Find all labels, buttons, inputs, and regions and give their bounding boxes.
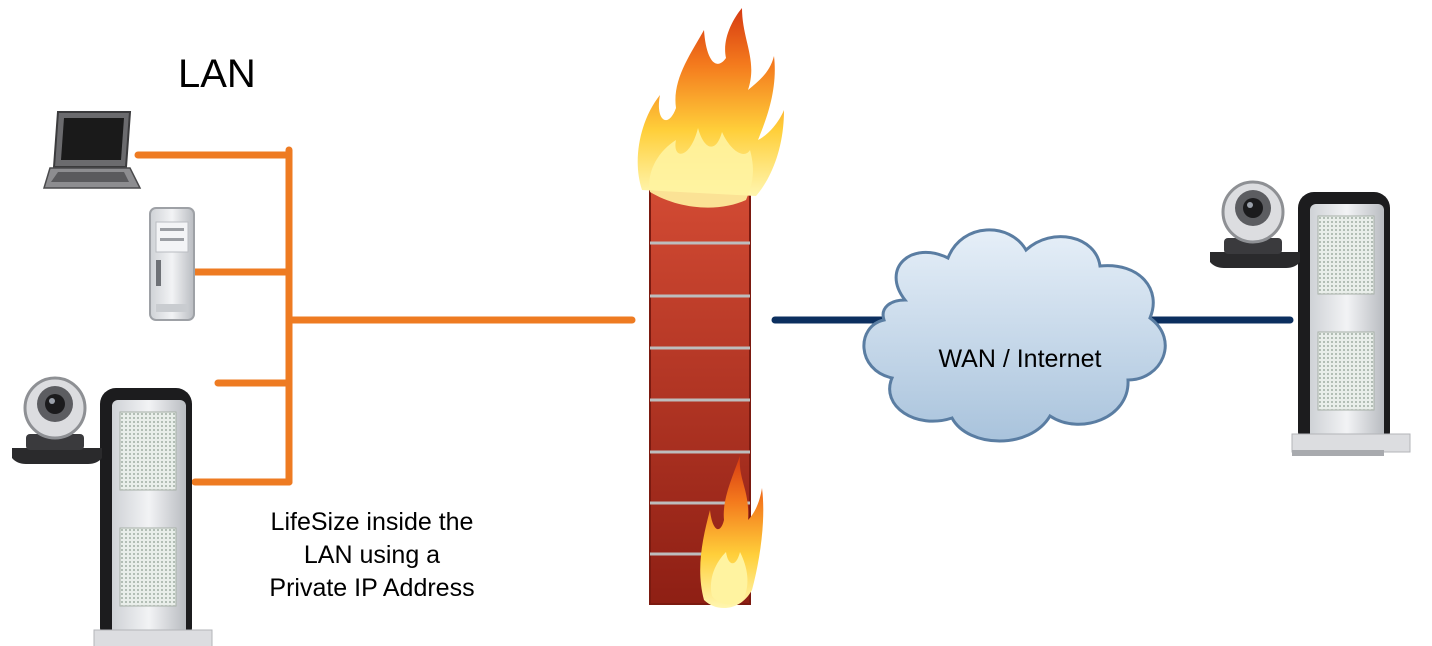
laptop-icon (42, 111, 142, 189)
fire-icon-lower (700, 456, 764, 609)
codec-caption: LifeSize inside the LAN using a Private … (222, 506, 522, 605)
lifesize-codec-icon (10, 376, 214, 646)
fire-icon (637, 8, 784, 208)
lan-label: LAN (178, 52, 256, 96)
tower-server-icon (149, 207, 195, 321)
caption-line-3: Private IP Address (269, 574, 475, 602)
lan-links (134, 146, 636, 486)
cloud-icon (862, 228, 1167, 443)
wan-internet-label: WAN / Internet (938, 345, 1102, 373)
caption-line-2: LAN using a (303, 541, 441, 569)
caption-line-1: LifeSize inside the (270, 508, 474, 536)
